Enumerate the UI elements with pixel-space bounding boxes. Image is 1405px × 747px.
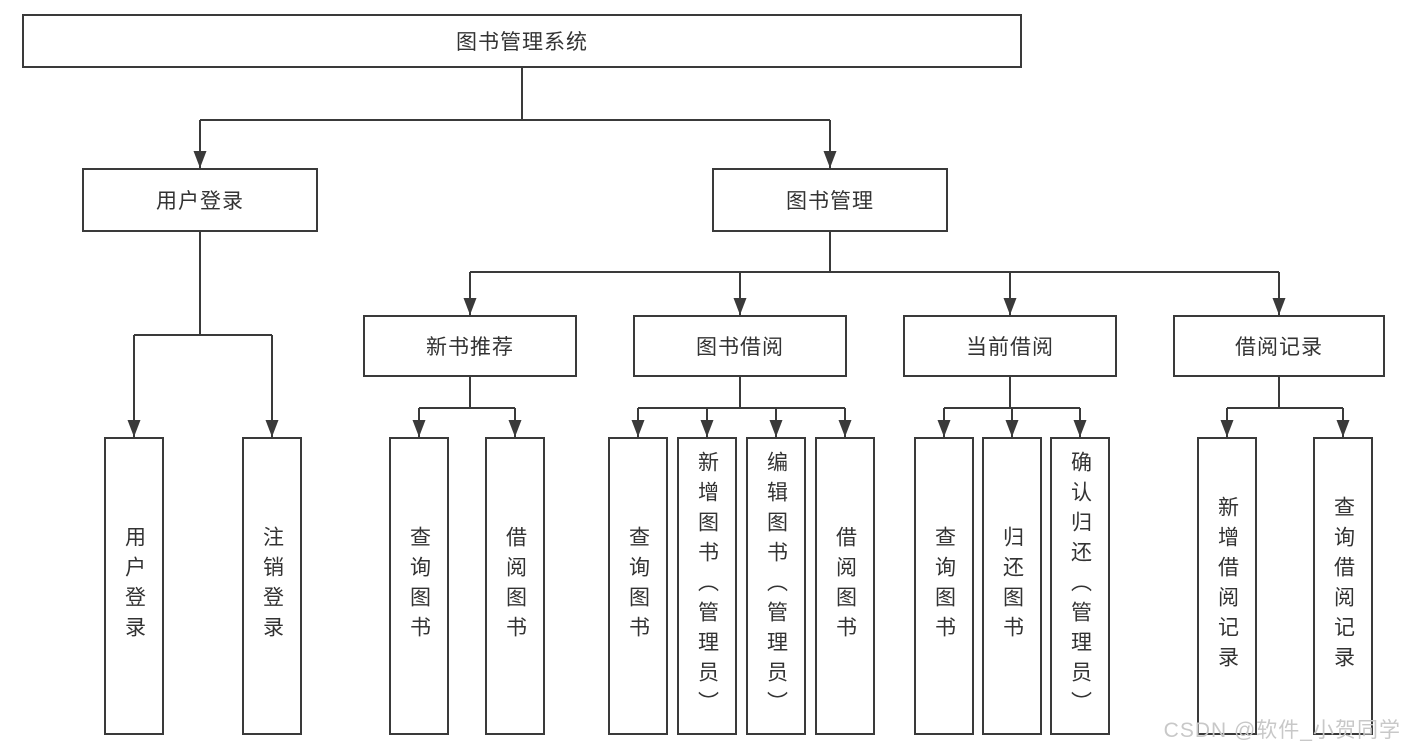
node-leaf-add-borrow-record-label: 新增借阅记录 bbox=[1215, 496, 1239, 676]
node-leaf-user-login: 用户登录 bbox=[104, 437, 164, 735]
node-leaf-logout: 注销登录 bbox=[242, 437, 302, 735]
node-leaf-return-book-label: 归还图书 bbox=[1000, 526, 1024, 646]
node-leaf-borrowing-query-books-label: 查询图书 bbox=[626, 526, 650, 646]
node-leaf-confirm-return-admin-label: 确认归还（管理员） bbox=[1068, 451, 1092, 721]
node-current-borrowing: 当前借阅 bbox=[903, 315, 1117, 377]
node-leaf-recommend-borrow-books: 借阅图书 bbox=[485, 437, 545, 735]
node-leaf-current-query-books-label: 查询图书 bbox=[932, 526, 956, 646]
node-leaf-recommend-query-books: 查询图书 bbox=[389, 437, 449, 735]
node-leaf-edit-book-admin-label: 编辑图书（管理员） bbox=[764, 451, 788, 721]
node-leaf-add-book-admin-label: 新增图书（管理员） bbox=[695, 451, 719, 721]
node-leaf-user-login-label: 用户登录 bbox=[122, 526, 146, 646]
node-leaf-logout-label: 注销登录 bbox=[260, 526, 284, 646]
node-root-label: 图书管理系统 bbox=[456, 31, 588, 54]
node-user-login-module: 用户登录 bbox=[82, 168, 318, 232]
node-new-book-recommend: 新书推荐 bbox=[363, 315, 577, 377]
node-leaf-recommend-query-books-label: 查询图书 bbox=[407, 526, 431, 646]
node-leaf-recommend-borrow-books-label: 借阅图书 bbox=[503, 526, 527, 646]
node-leaf-return-book: 归还图书 bbox=[982, 437, 1042, 735]
node-leaf-confirm-return-admin: 确认归还（管理员） bbox=[1050, 437, 1110, 735]
node-leaf-add-borrow-record: 新增借阅记录 bbox=[1197, 437, 1257, 735]
node-leaf-borrow-book: 借阅图书 bbox=[815, 437, 875, 735]
node-leaf-current-query-books: 查询图书 bbox=[914, 437, 974, 735]
node-user-login-module-label: 用户登录 bbox=[156, 190, 244, 213]
node-leaf-borrow-book-label: 借阅图书 bbox=[833, 526, 857, 646]
node-current-borrowing-label: 当前借阅 bbox=[966, 336, 1054, 359]
node-borrowing-records: 借阅记录 bbox=[1173, 315, 1385, 377]
node-leaf-borrowing-query-books: 查询图书 bbox=[608, 437, 668, 735]
node-book-management-module-label: 图书管理 bbox=[786, 190, 874, 213]
node-new-book-recommend-label: 新书推荐 bbox=[426, 336, 514, 359]
node-leaf-query-borrow-record-label: 查询借阅记录 bbox=[1331, 496, 1355, 676]
node-leaf-add-book-admin: 新增图书（管理员） bbox=[677, 437, 737, 735]
node-book-management-module: 图书管理 bbox=[712, 168, 948, 232]
node-root: 图书管理系统 bbox=[22, 14, 1022, 68]
node-borrowing-records-label: 借阅记录 bbox=[1235, 336, 1323, 359]
node-leaf-edit-book-admin: 编辑图书（管理员） bbox=[746, 437, 806, 735]
node-book-borrowing: 图书借阅 bbox=[633, 315, 847, 377]
node-leaf-query-borrow-record: 查询借阅记录 bbox=[1313, 437, 1373, 735]
node-book-borrowing-label: 图书借阅 bbox=[696, 336, 784, 359]
